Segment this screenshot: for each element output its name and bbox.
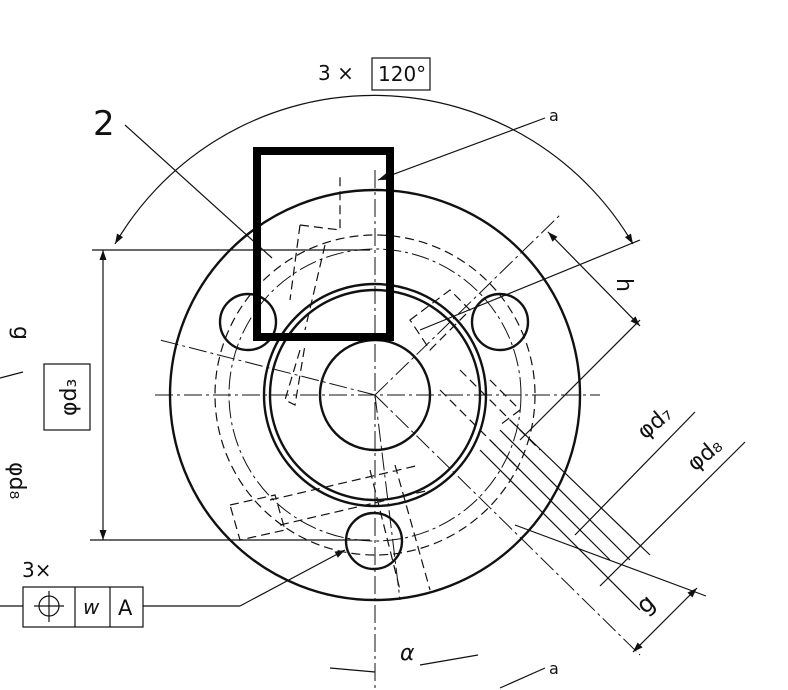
tolerance-leader-arrow: [239, 549, 346, 607]
bolt-hole-bottom: [344, 511, 404, 571]
dim-g-label: g: [631, 588, 661, 619]
radial-centerline: [159, 339, 376, 396]
section-mark-bottom: a: [549, 659, 559, 678]
tolerance-symbol: ⌖: [0, 0, 1, 1]
dim-d3-label: φd₃: [57, 379, 82, 416]
dim-d3-box: [43, 363, 91, 431]
extension-lines-d7-d8: [479, 419, 651, 611]
feature-control-frame: ⌖ w A: [0, 0, 144, 628]
dim-d8-left-label: φd₈: [4, 462, 29, 499]
tolerance-count-label: 3×: [22, 558, 51, 582]
dim-h-label: h: [611, 278, 636, 292]
dimension-line-d8: [599, 441, 746, 587]
angle-arc-120: [114, 94, 634, 245]
dimension-line-h: [547, 231, 641, 327]
radial-centerline: [374, 214, 561, 396]
extension-line-h: [419, 239, 641, 331]
dimension-line-g: [632, 587, 698, 653]
position-tolerance-icon: [34, 591, 64, 622]
angle-value-box: [371, 57, 431, 91]
bolt-hole-right: [470, 292, 530, 352]
highlight-box: [253, 147, 394, 341]
section-leader-top: [377, 117, 546, 181]
extension-line: [519, 319, 641, 441]
bolt-hole-left: [218, 292, 278, 352]
alpha-angle-dims: [329, 654, 479, 673]
section-leader-bottom: [499, 667, 546, 689]
dim-g-left-label: g: [8, 326, 33, 340]
angle-count-label: 3 ×: [318, 61, 354, 85]
section-mark-top: a: [549, 106, 559, 125]
extension-line-g: [514, 524, 707, 597]
radial-centerline: [374, 394, 401, 601]
tolerance-datum-label: A: [118, 596, 133, 620]
dim-alpha-label: α: [400, 641, 415, 666]
item-leader-line: [124, 124, 273, 259]
radial-centerline: [374, 394, 641, 656]
left-edge-dim: [0, 371, 24, 379]
angle-value-label: 120°: [378, 62, 426, 86]
hidden-bores: [229, 175, 541, 591]
dim-d8-label: φd₈: [683, 433, 728, 476]
dimension-line-d7: [574, 411, 696, 536]
tolerance-value-label: w: [83, 595, 100, 619]
item-number-label: 2: [93, 104, 115, 144]
dim-d7-label: φd₇: [633, 401, 678, 444]
